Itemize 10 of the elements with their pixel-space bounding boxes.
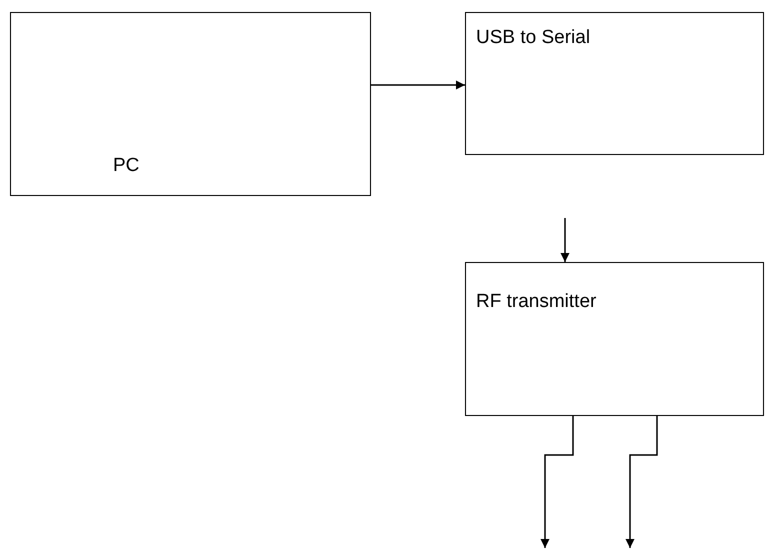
block-label: RF transmitter	[476, 291, 596, 313]
block-box	[465, 262, 764, 416]
arrow	[371, 80, 465, 90]
arrow	[626, 416, 658, 548]
arrow	[540, 416, 574, 548]
block-label: USB to Serial	[476, 27, 590, 49]
block-box	[10, 12, 371, 196]
block-label: PC	[113, 155, 140, 177]
block-box	[465, 12, 764, 155]
arrow	[560, 218, 570, 262]
